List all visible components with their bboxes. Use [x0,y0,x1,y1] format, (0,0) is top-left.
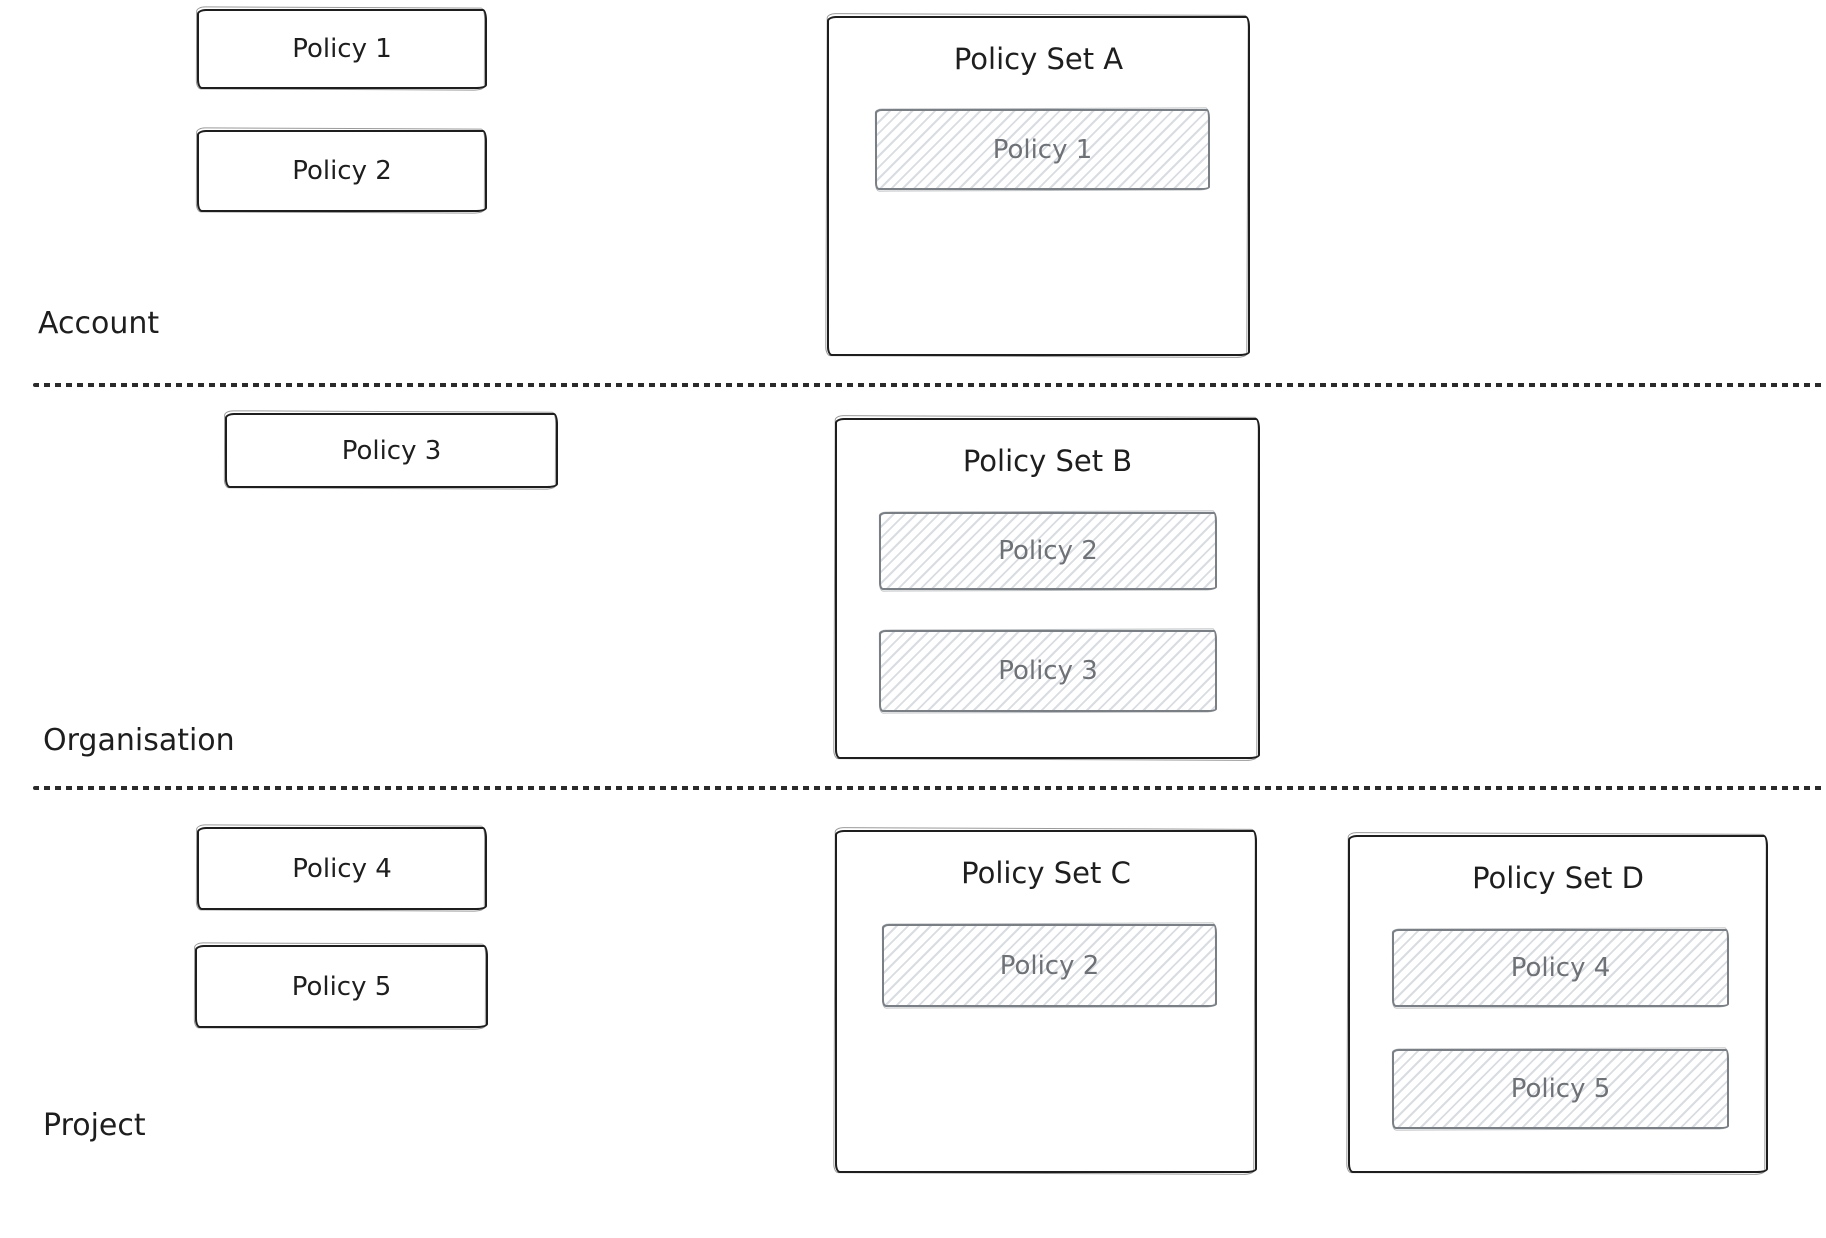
policy-box-policy-1: Policy 1 [197,9,487,89]
tier-label-project: Project [43,1108,146,1143]
policy-box-policy-3: Policy 3 [225,413,558,488]
policy-box-label: Policy 1 [292,34,392,64]
policy-set-member-label: Policy 2 [999,950,1100,981]
policy-box-label: Policy 4 [292,853,392,884]
policy-set-c-box: Policy Set C Policy 2 [835,830,1257,1173]
tier-label-account: Account [38,306,160,341]
policy-set-member-label: Policy 5 [1510,1074,1611,1104]
policy-set-title: Policy Set A [953,42,1124,76]
policy-box-policy-4: Policy 4 [197,827,487,910]
policy-set-title: Policy Set B [962,444,1133,478]
policy-set-member: Policy 1 [875,109,1210,190]
tier-divider [33,383,1826,387]
policy-set-member-label: Policy 1 [992,134,1093,165]
policy-set-member-label: Policy 3 [998,656,1098,686]
policy-set-member: Policy 5 [1392,1049,1729,1129]
tier-label-organisation: Organisation [43,723,235,758]
policy-box-label: Policy 3 [341,435,442,466]
policy-set-title: Policy Set D [1472,861,1644,895]
policy-box-label: Policy 2 [292,156,392,186]
policy-set-member-label: Policy 4 [1510,953,1611,983]
policy-box-policy-5: Policy 5 [195,945,488,1028]
policy-box-label: Policy 5 [291,971,392,1002]
policy-set-d-box: Policy Set D Policy 4 Policy 5 [1348,835,1768,1173]
policy-box-policy-2: Policy 2 [197,130,487,212]
policy-set-member: Policy 3 [879,630,1217,712]
policy-set-a-box: Policy Set A Policy 1 [827,16,1250,356]
policy-set-member-label: Policy 2 [998,536,1098,566]
tier-divider [33,786,1826,790]
policy-set-member: Policy 2 [879,512,1217,590]
policy-set-member: Policy 2 [882,924,1217,1007]
policy-set-b-box: Policy Set B Policy 2 Policy 3 [835,418,1260,759]
policy-set-title: Policy Set C [961,856,1131,890]
policy-set-member: Policy 4 [1392,929,1729,1007]
